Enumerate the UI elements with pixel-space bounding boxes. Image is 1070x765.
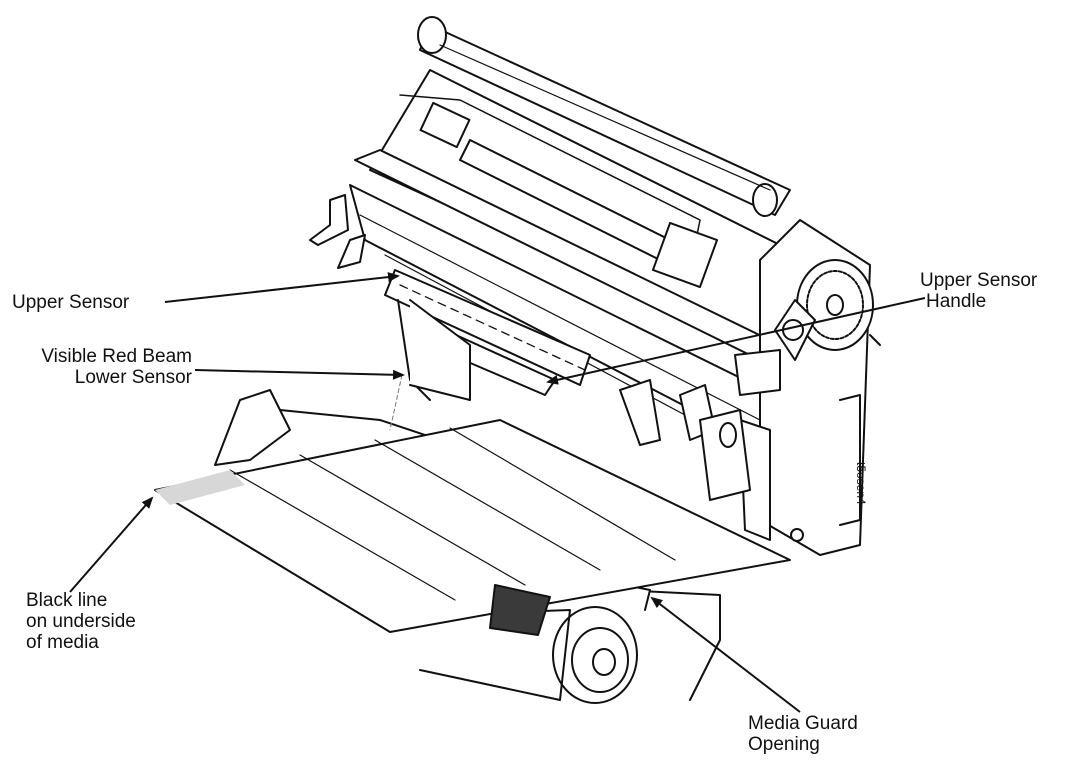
figure-code: t5osen4 [854, 462, 868, 505]
visible-red-beam-label: Visible Red Beam Lower Sensor [41, 346, 192, 388]
black-line-label: Black line on underside of media [26, 590, 136, 653]
top-roller [417, 16, 791, 217]
right-arm [619, 379, 751, 501]
left-bracket [309, 194, 366, 269]
media-guard-opening-label: Media Guard Opening [748, 713, 858, 755]
upper-sensor-block [384, 269, 591, 401]
lower-roller [419, 606, 638, 704]
upper-sensor-label: Upper Sensor [12, 292, 130, 313]
upper-sensor-handle-label: Upper Sensor Handle [920, 270, 1038, 312]
printhead-frame [349, 69, 801, 456]
media-sheet [154, 419, 791, 636]
gear-assembly [734, 219, 881, 556]
